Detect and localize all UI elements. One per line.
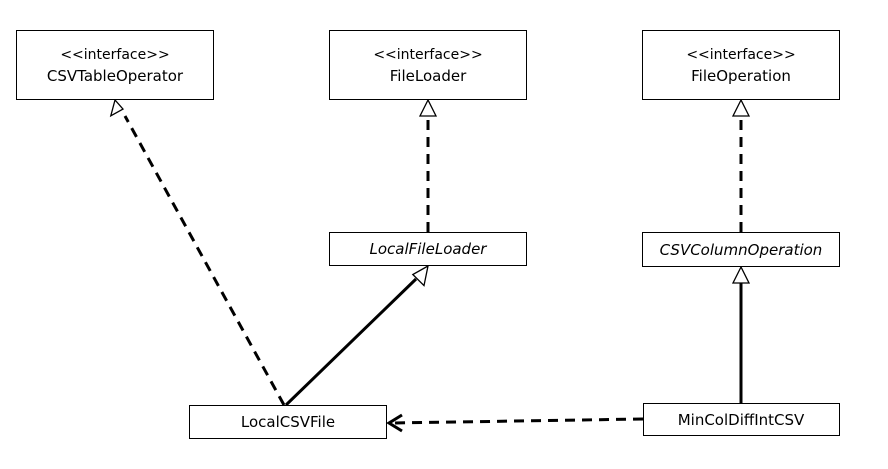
- class-name: CSVColumnOperation: [660, 241, 823, 259]
- class-csvtableoperator: <<interface>> CSVTableOperator: [16, 30, 214, 100]
- dependency-mincoldiffintcsv-to-localcsvfile: [391, 417, 644, 425]
- realization-arrowhead-fileoperation: [731, 98, 751, 117]
- generalization-localcsvfile-to-localfileloader: [284, 277, 418, 407]
- generalization-arrowhead-csvcolumnoperation: [731, 265, 751, 284]
- connectors: [109, 98, 751, 433]
- class-csvcolumnoperation: CSVColumnOperation: [642, 232, 840, 267]
- class-name: FileLoader: [390, 67, 467, 85]
- class-name: FileOperation: [691, 67, 791, 85]
- generalization-arrowhead-localfileloader: [411, 264, 429, 287]
- realization-localcsvfile-to-csvtableoperator: [123, 115, 286, 406]
- class-mincoldiffintcsv: MinColDiffIntCSV: [643, 403, 840, 436]
- class-name: CSVTableOperator: [47, 67, 184, 85]
- realization-arrowhead-csvtableoperator: [109, 98, 125, 118]
- stereotype-label: <<interface>>: [686, 47, 795, 63]
- class-localcsvfile: LocalCSVFile: [189, 405, 387, 439]
- class-name: LocalCSVFile: [241, 413, 335, 431]
- class-name: LocalFileLoader: [370, 240, 488, 258]
- stereotype-label: <<interface>>: [373, 47, 482, 63]
- class-fileoperation: <<interface>> FileOperation: [642, 30, 840, 100]
- realization-arrowhead-fileloader: [418, 98, 438, 117]
- stereotype-label: <<interface>>: [60, 47, 169, 63]
- class-name: MinColDiffIntCSV: [678, 411, 805, 429]
- class-fileloader: <<interface>> FileLoader: [329, 30, 527, 100]
- dependency-arrowhead-localcsvfile: [386, 413, 403, 433]
- class-localfileloader: LocalFileLoader: [329, 232, 527, 266]
